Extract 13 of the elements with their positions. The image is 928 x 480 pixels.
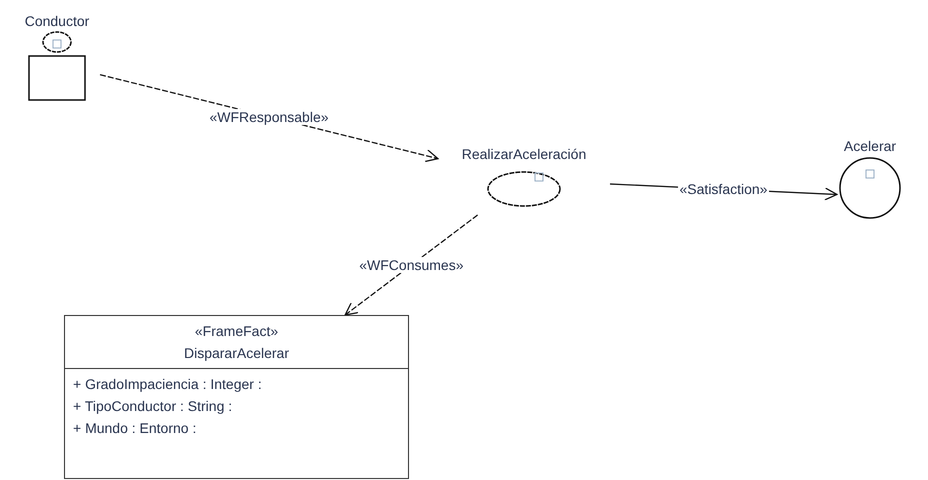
stereotype-label: «FrameFact» (194, 322, 278, 340)
edge-label: «WFResponsable» (207, 108, 331, 125)
class-name: DispararAcelerar (184, 344, 290, 362)
node-name: RealizarAceleración (462, 145, 586, 163)
edge-label: «WFConsumes» (357, 257, 466, 273)
dependency-arrow (344, 214, 478, 316)
attribute-text: + Mundo : Entorno : (73, 419, 198, 437)
edge-label: «Satisfaction» (678, 181, 770, 198)
class-box (64, 315, 409, 479)
node-name: Acelerar (844, 137, 896, 155)
attribute-text: + GradoImpaciencia : Integer : (73, 375, 263, 393)
attribute-text: + TipoConductor : String : (73, 397, 234, 415)
node-name: Conductor (24, 12, 90, 30)
